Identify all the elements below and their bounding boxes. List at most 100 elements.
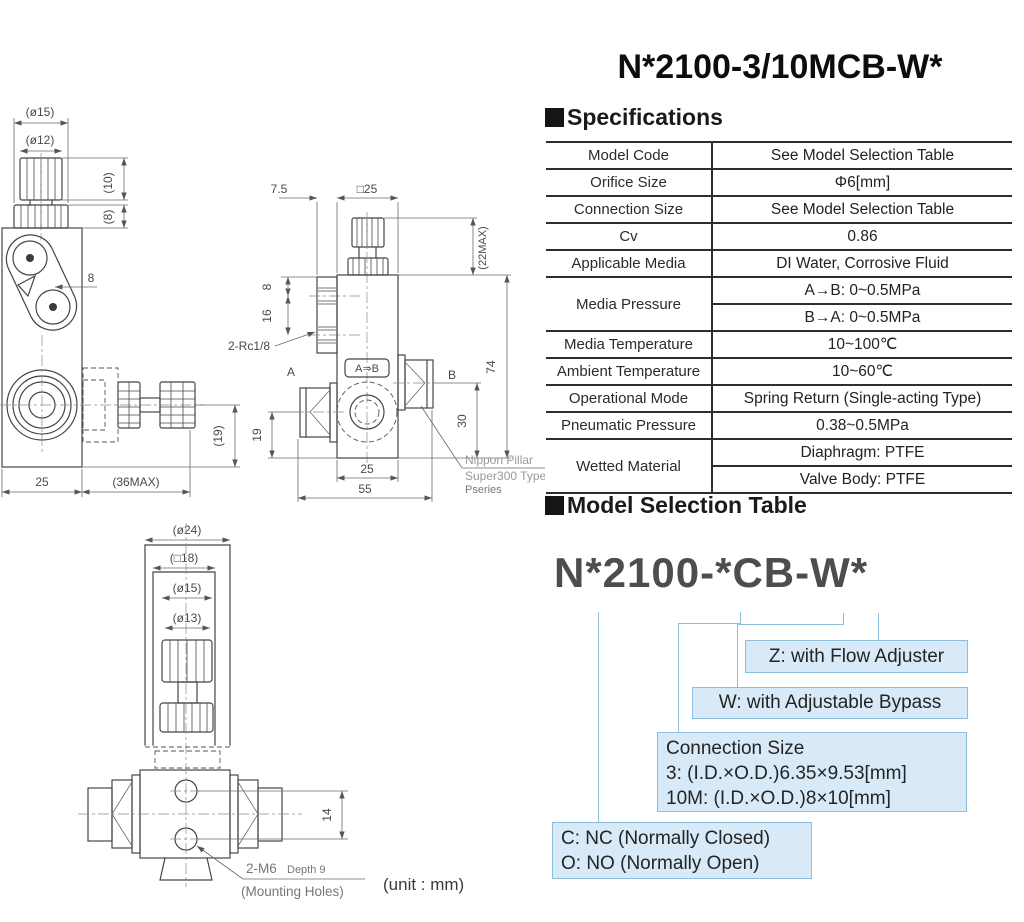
callout-flow-adjuster: Z: with Flow Adjuster [745, 640, 968, 673]
dim-label: 2-Rc1/8 [228, 339, 270, 353]
fitting-b [393, 354, 475, 411]
spec-value: A→B: 0~0.5MPa [713, 278, 1012, 305]
page-title: N*2100-3/10MCB-W* [617, 48, 943, 86]
side-knob [13, 153, 69, 240]
callout-text: Connection Size [666, 738, 805, 759]
dim-label: 25 [360, 462, 374, 476]
svg-text:Depth 9: Depth 9 [287, 864, 326, 876]
dim-label: (ø15) [173, 581, 202, 595]
spec-label: Operational Mode [546, 386, 713, 411]
leader-line [678, 623, 679, 733]
callout-text: 3: (I.D.×O.D.)6.35×9.53[mm] [666, 763, 907, 784]
spec-value: DI Water, Corrosive Fluid [776, 254, 949, 272]
spec-value: Valve Body: PTFE [799, 470, 926, 488]
spec-label: Applicable Media [546, 251, 713, 276]
dim-label: 14 [320, 808, 334, 822]
spec-value: See Model Selection Table [770, 200, 955, 218]
model-code: N*2100-*CB-W* [554, 549, 869, 596]
leader-line [843, 613, 844, 625]
dim-label: (ø15) [26, 105, 55, 119]
svg-text:Nippon Pillar: Nippon Pillar [465, 453, 533, 467]
specifications-heading: Specifications [545, 104, 723, 131]
dim-label: (10) [101, 172, 115, 193]
spec-value: 0.38~0.5MPa [816, 416, 909, 434]
spec-label: Wetted Material [546, 440, 713, 492]
callout-connection-size: Connection Size 3: (I.D.×O.D.)6.35×9.53[… [657, 732, 967, 812]
table-row: Connection Size See Model Selection Tabl… [546, 197, 1012, 224]
callout-text: W: with Adjustable Bypass [718, 692, 942, 713]
leader-line [737, 624, 738, 688]
table-row: Model Code See Model Selection Table [546, 143, 1012, 170]
dim-label: (36MAX) [112, 475, 159, 489]
spec-label: Media Pressure [546, 278, 713, 330]
callout-nc-no: C: NC (Normally Closed) O: NO (Normally … [552, 822, 812, 879]
bottom-cap [159, 857, 213, 881]
port-label: A [287, 365, 295, 379]
port-label: B [448, 368, 456, 382]
spec-value: Diaphragm: PTFE [713, 440, 1012, 467]
spec-label: Cv [546, 224, 713, 249]
leader-line [598, 612, 599, 822]
spec-value: B→A: 0~0.5MPa [804, 308, 921, 326]
spec-label: Ambient Temperature [546, 359, 713, 384]
svg-text:A⇒B: A⇒B [355, 363, 379, 375]
table-row: Media Pressure A→B: 0~0.5MPa B→A: 0~0.5M… [546, 278, 1012, 332]
callout-adjustable-bypass: W: with Adjustable Bypass [692, 687, 968, 719]
fitting-a [273, 382, 347, 443]
table-row: Pneumatic Pressure 0.38~0.5MPa [546, 413, 1012, 440]
section-bullet-icon [545, 496, 564, 515]
spec-value: Spring Return (Single-acting Type) [743, 389, 982, 407]
top-view-drawing: (ø24) (□18) (ø15) (ø13) [78, 523, 365, 899]
callout-text: C: NC (Normally Closed) [561, 828, 771, 849]
leader-line [878, 613, 879, 641]
model-selection-heading-text: Model Selection Table [567, 492, 807, 518]
port-slot [5, 234, 78, 331]
table-row: Wetted Material Diaphragm: PTFE Valve Bo… [546, 440, 1012, 494]
section-bullet-icon [545, 108, 564, 127]
dim-label: 8 [260, 283, 274, 290]
spec-value: 10~60℃ [832, 363, 893, 380]
dim-label: (8) [101, 210, 115, 225]
front-view-drawing: 7.5 □25 (22MAX) 74 30 19 [228, 182, 545, 502]
table-row: Media Temperature 10~100℃ [546, 332, 1012, 359]
leader-line [737, 624, 844, 625]
bypass-adjuster [82, 367, 196, 443]
port-face-circles [6, 335, 78, 455]
table-row: Cv 0.86 [546, 224, 1012, 251]
spec-label: Media Temperature [546, 332, 713, 357]
svg-text:Super300 Type: Super300 Type [465, 469, 545, 483]
dim-label: (ø12) [26, 133, 55, 147]
dim-label: 19 [250, 428, 264, 442]
spec-label: Orifice Size [546, 170, 713, 195]
dim-label: (19) [211, 425, 225, 446]
svg-text:2-M6: 2-M6 [246, 861, 277, 876]
svg-text:(Mounting Holes): (Mounting Holes) [241, 884, 344, 899]
specifications-heading-text: Specifications [567, 104, 723, 130]
spec-value: 10~100℃ [827, 336, 898, 353]
fitting-note: Nippon Pillar Super300 Type Pseries [420, 405, 545, 496]
callout-text: Z: with Flow Adjuster [768, 645, 945, 667]
adjuster-cylinder [144, 544, 231, 769]
unit-note: (unit : mm) [383, 875, 465, 894]
valve-body-outline [1, 227, 83, 468]
dim-label: 8 [88, 271, 95, 285]
model-selection-heading: Model Selection Table [545, 492, 807, 519]
leader-line [678, 623, 741, 624]
dim-label: 16 [260, 309, 274, 323]
table-row: Applicable Media DI Water, Corrosive Flu… [546, 251, 1012, 278]
svg-text:Pseries: Pseries [465, 484, 502, 496]
dim-label: 25 [35, 475, 49, 489]
table-row: Orifice Size Φ6[mm] [546, 170, 1012, 197]
side-view-drawing: (ø15) (ø12) (10) (8) [0, 105, 240, 497]
spec-label: Model Code [546, 143, 713, 168]
dim-label: (ø24) [173, 523, 202, 537]
table-row: Ambient Temperature 10~60℃ [546, 359, 1012, 386]
mounting-note: 2-M6 Depth 9 (Mounting Holes) [196, 845, 365, 899]
dim-label: 55 [358, 482, 372, 496]
rc-port-block [309, 276, 361, 354]
specifications-table: Model Code See Model Selection Table Ori… [546, 141, 1012, 494]
dim-label: □25 [357, 182, 378, 196]
spec-value: 0.86 [847, 227, 878, 245]
callout-text: 10M: (I.D.×O.D.)8×10[mm] [666, 788, 891, 809]
